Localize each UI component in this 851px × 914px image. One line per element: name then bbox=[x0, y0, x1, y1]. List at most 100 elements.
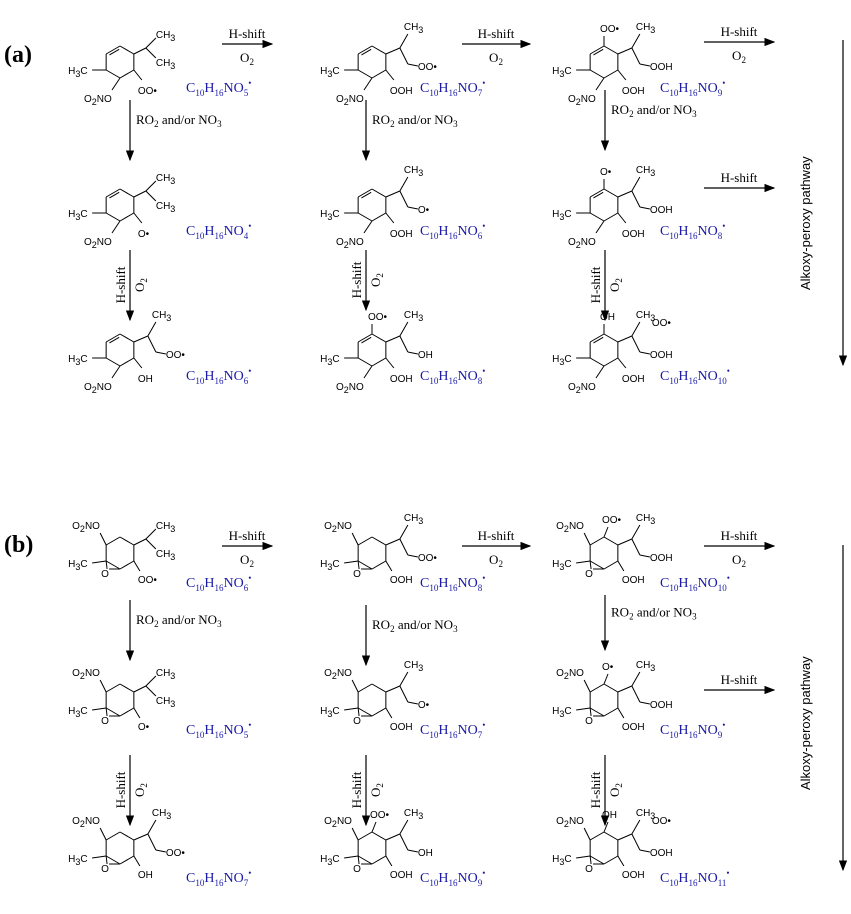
chain-bond bbox=[385, 538, 401, 546]
ch3-label: CH3 bbox=[636, 660, 655, 673]
double-bond bbox=[593, 191, 604, 199]
arrow-b-v2-ro2: RO2 and/or NO3 bbox=[372, 617, 458, 634]
formula-a-3: C10H16NO4• bbox=[186, 221, 251, 241]
ring-bond bbox=[119, 188, 135, 198]
ring-bond bbox=[371, 831, 387, 841]
chain-bond bbox=[133, 190, 147, 198]
sub-bond bbox=[133, 212, 143, 224]
nitrate-bond bbox=[583, 827, 591, 841]
nitrate-bond bbox=[99, 679, 107, 693]
chain-bond bbox=[639, 849, 650, 853]
sub-bond bbox=[385, 212, 395, 224]
chain-bond bbox=[399, 176, 409, 192]
arrow-b-h2-hshift: H-shift bbox=[478, 528, 515, 543]
ring-bond bbox=[357, 69, 373, 79]
ch3-label: CH3 bbox=[404, 22, 423, 35]
nitrate-bond bbox=[363, 220, 373, 234]
h3c-label: H3C bbox=[552, 854, 571, 867]
substituent-label: O• bbox=[138, 722, 150, 733]
o2no-label: O2NO bbox=[336, 237, 364, 250]
nitrate-bond bbox=[583, 532, 591, 546]
epoxide-o-label: O bbox=[101, 716, 109, 727]
chain-end-label: OOH bbox=[650, 62, 673, 73]
epoxide-bond bbox=[589, 707, 592, 717]
double-bond bbox=[109, 191, 120, 199]
ring-bond bbox=[105, 357, 121, 367]
o2no-label: O2NO bbox=[84, 94, 112, 107]
panel-a-label: (a) bbox=[4, 42, 32, 68]
epoxide-o-label: O bbox=[585, 569, 593, 580]
double-bond bbox=[593, 336, 604, 344]
chain-bond bbox=[617, 538, 633, 546]
sub-bond bbox=[385, 357, 395, 369]
ring-bond bbox=[589, 560, 605, 570]
sub-bond bbox=[133, 357, 143, 369]
ch3-label: CH3 bbox=[636, 513, 655, 526]
chain-bond bbox=[617, 685, 633, 693]
nitrate-bond bbox=[351, 532, 359, 546]
arrow-b-v4-o2: O2 bbox=[132, 783, 149, 797]
chain-bond bbox=[407, 206, 418, 210]
chain-bond bbox=[133, 833, 149, 841]
h3c-label: H3C bbox=[320, 209, 339, 222]
arrow-b-v6-o2: O2 bbox=[607, 783, 624, 797]
o2no-label: O2NO bbox=[84, 237, 112, 250]
ring-bond bbox=[105, 831, 121, 841]
epoxide-bond bbox=[357, 855, 360, 865]
chain-bond bbox=[147, 833, 157, 851]
sub-bond bbox=[617, 855, 625, 867]
arrow-a-h3-o2: O2 bbox=[732, 48, 746, 65]
chain-top-label: OO• bbox=[652, 816, 672, 827]
chain-bond bbox=[399, 671, 409, 687]
arrow-a-h3-hshift: H-shift bbox=[721, 24, 758, 39]
ring-bond bbox=[603, 333, 619, 343]
epoxide-o-label: O bbox=[353, 864, 361, 875]
ring-bond bbox=[371, 560, 387, 570]
ring-bond bbox=[119, 707, 135, 717]
arrow-a-v6-hshift: H-shift bbox=[588, 266, 603, 303]
chain-bond bbox=[399, 190, 409, 208]
chain-bond bbox=[385, 685, 401, 693]
ring-bond bbox=[589, 707, 605, 717]
chain-bond bbox=[631, 524, 641, 540]
sub-bond bbox=[617, 357, 627, 369]
arrow-a-v1-ro2: RO2 and/or NO3 bbox=[136, 112, 222, 129]
chain-end-label: OH bbox=[418, 350, 433, 361]
formula-a-8: C10H16NO10• bbox=[660, 366, 730, 386]
chain-bond bbox=[399, 524, 409, 540]
substituent-label: OOH bbox=[390, 374, 413, 385]
epoxide-bond bbox=[357, 560, 360, 570]
methyl-bond bbox=[344, 707, 359, 711]
methyl-bond bbox=[576, 560, 591, 564]
chain-bond bbox=[133, 685, 147, 693]
chain-bond bbox=[617, 833, 633, 841]
formula-a-1: C10H16NO7• bbox=[420, 78, 485, 98]
ring-bond bbox=[589, 188, 605, 198]
ring-bond bbox=[589, 683, 605, 693]
substituent-label: OOH bbox=[390, 86, 413, 97]
formula-b-3: C10H16NO5• bbox=[186, 720, 251, 740]
o2no-label: O2NO bbox=[72, 668, 100, 681]
ring-bond bbox=[589, 45, 605, 55]
arrow-a-h2-o2: O2 bbox=[489, 50, 503, 67]
formula-a-7: C10H16NO8• bbox=[420, 366, 485, 386]
chain-end-label: O• bbox=[418, 700, 430, 711]
sub-bond bbox=[385, 560, 393, 572]
arrow-a-h1-o2: O2 bbox=[240, 50, 254, 67]
double-bond bbox=[109, 336, 120, 344]
double-bond bbox=[361, 48, 372, 56]
chain-bond bbox=[145, 180, 157, 192]
sub-bond bbox=[133, 69, 143, 81]
chain-bond bbox=[631, 321, 641, 337]
chain-bond bbox=[147, 819, 157, 835]
top-bond bbox=[603, 673, 609, 685]
ch3-label: CH3 bbox=[404, 660, 423, 673]
chain-bond bbox=[407, 63, 418, 67]
ring-bond bbox=[603, 536, 619, 546]
